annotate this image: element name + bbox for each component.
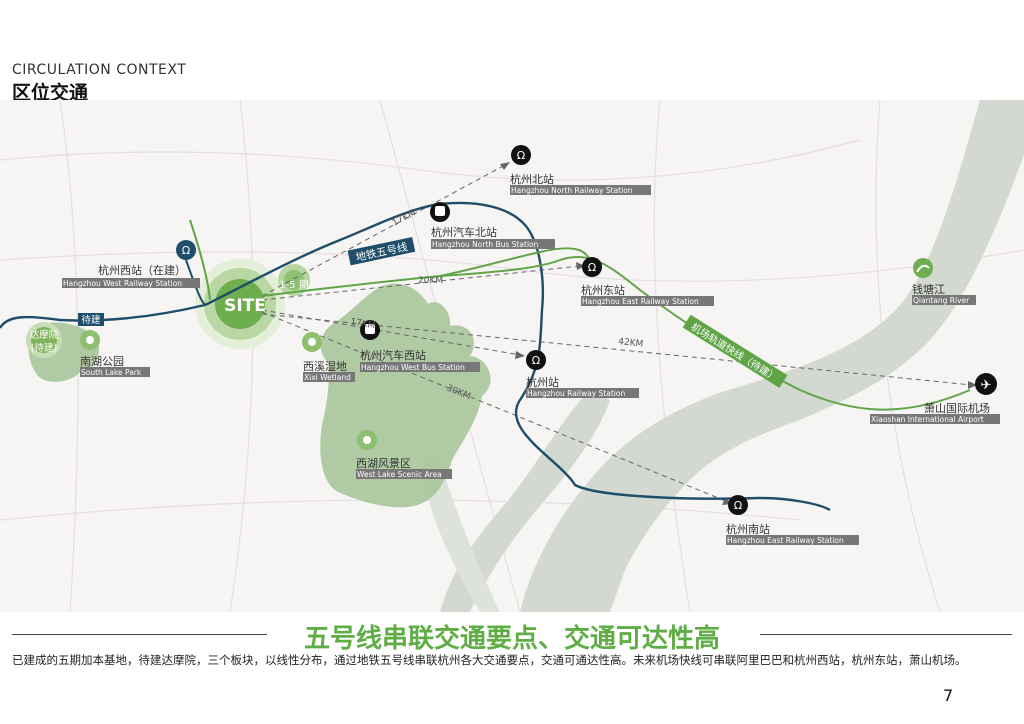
place-hz-station: 杭州站 Hangzhou Railway Station <box>526 375 639 398</box>
svg-text:西湖风景区: 西湖风景区 <box>356 457 411 470</box>
svg-text:Xiaoshan International Airport: Xiaoshan International Airport <box>871 415 984 424</box>
svg-text:Hangzhou North Railway Station: Hangzhou North Railway Station <box>511 186 633 195</box>
place-west-bus: 杭州汽车西站 Hangzhou West Bus Station <box>360 348 480 372</box>
damo-label-line2: (待建) <box>31 342 57 354</box>
place-west-station: 杭州西站（在建） Hangzhou West Railway Station <box>62 263 200 288</box>
svg-text:南湖公园: 南湖公园 <box>80 355 124 368</box>
svg-text:Qiantang River: Qiantang River <box>913 296 970 305</box>
rail-station-icon[interactable]: Ω <box>582 257 602 277</box>
svg-text:西溪湿地: 西溪湿地 <box>303 360 347 373</box>
west-lake-green-area <box>320 283 491 508</box>
headline: 五号线串联交通要点、交通可达性高 <box>303 624 720 654</box>
place-west-lake: 西湖风景区 West Lake Scenic Area <box>356 457 452 479</box>
place-east-station: 杭州东站 Hangzhou East Railway Station <box>581 283 714 306</box>
svg-text:杭州站: 杭州站 <box>526 375 559 389</box>
river-left-arm <box>420 460 500 612</box>
distance-label: 17KM <box>349 317 375 331</box>
distance-label: 42KM <box>618 337 644 350</box>
phase-label: 1-5 期 <box>279 279 309 291</box>
svg-text:Hangzhou West Bus Station: Hangzhou West Bus Station <box>361 363 465 372</box>
airport-icon[interactable]: ✈ <box>975 373 997 395</box>
place-south-station: 杭州南站 Hangzhou East Railway Station <box>726 522 859 545</box>
svg-text:Ω: Ω <box>182 244 190 257</box>
distance-label: 20KM <box>418 276 443 286</box>
title-english: CIRCULATION CONTEXT <box>12 62 187 78</box>
svg-text:杭州汽车西站: 杭州汽车西站 <box>360 348 426 362</box>
svg-text:杭州西站（在建）: 杭州西站（在建） <box>98 263 186 277</box>
title-chinese: 区位交通 <box>12 82 89 104</box>
svg-text:Hangzhou Railway Station: Hangzhou Railway Station <box>527 389 625 398</box>
rail-station-icon[interactable]: Ω <box>728 495 748 515</box>
distance-lines <box>261 164 973 503</box>
place-qiantang: 钱塘江 Qiantang River <box>912 282 976 305</box>
park-icon[interactable] <box>302 332 322 352</box>
svg-text:Hangzhou North Bus Station: Hangzhou North Bus Station <box>432 240 539 249</box>
svg-text:Hangzhou East Railway Station: Hangzhou East Railway Station <box>727 536 844 545</box>
damo-circle[interactable] <box>31 327 57 353</box>
phase-circle-core <box>284 270 304 290</box>
svg-text:杭州南站: 杭州南站 <box>726 522 770 536</box>
svg-text:Ω: Ω <box>532 354 540 367</box>
damo-label-line1: 达摩院 <box>30 329 59 341</box>
svg-text:杭州汽车北站: 杭州汽车北站 <box>431 225 497 239</box>
river-lower-branch <box>440 390 610 612</box>
svg-text:萧山国际机场: 萧山国际机场 <box>924 401 990 415</box>
svg-text:杭州东站: 杭州东站 <box>581 283 625 297</box>
park-icon[interactable] <box>357 430 377 450</box>
svg-text:Ω: Ω <box>588 261 596 274</box>
bus-station-icon[interactable] <box>360 320 380 340</box>
bus-station-icon[interactable] <box>430 202 450 222</box>
metro-branch <box>185 259 206 306</box>
place-airport: 萧山国际机场 Xiaoshan International Airport <box>870 401 1000 424</box>
park-icon[interactable] <box>80 330 100 350</box>
page-number: 7 <box>943 686 954 705</box>
svg-text:Ω: Ω <box>517 149 525 162</box>
svg-text:钱塘江: 钱塘江 <box>912 282 945 296</box>
rail-station-icon[interactable]: Ω <box>511 145 531 165</box>
svg-text:West Lake Scenic Area: West Lake Scenic Area <box>357 470 442 479</box>
svg-text:杭州北站: 杭州北站 <box>510 172 554 186</box>
site-circle[interactable] <box>215 279 265 329</box>
place-south-lake: 南湖公园 South Lake Park <box>80 355 150 377</box>
damo-tag-bg <box>78 313 104 326</box>
qiantang-river <box>520 100 1024 612</box>
svg-text:✈: ✈ <box>981 378 992 393</box>
rail-station-icon[interactable]: Ω <box>526 350 546 370</box>
river-icon[interactable] <box>913 258 933 278</box>
circulation-map: Ω Ω Ω Ω Ω ✈ SITE 1-5 期 达摩院 (待建) 待建 地铁五号线… <box>0 100 1024 612</box>
svg-text:South Lake Park: South Lake Park <box>81 368 142 377</box>
rule-left <box>12 634 267 635</box>
rule-right <box>760 634 1012 635</box>
headline-row: 五号线串联交通要点、交通可达性高 <box>0 618 1024 654</box>
place-xixi: 西溪湿地 Xixi Wetland <box>303 360 355 382</box>
place-north-station: 杭州北站 Hangzhou North Railway Station <box>510 172 651 195</box>
rail-station-icon[interactable]: Ω <box>176 240 196 260</box>
place-north-bus: 杭州汽车北站 Hangzhou North Bus Station <box>431 225 555 249</box>
svg-text:Hangzhou West Railway Station: Hangzhou West Railway Station <box>63 279 182 288</box>
metro-line-5 <box>0 201 831 512</box>
svg-text:Ω: Ω <box>734 499 742 512</box>
green-express-line <box>189 219 971 411</box>
damo-tag: 待建 <box>81 314 101 326</box>
svg-text:Xixi Wetland: Xixi Wetland <box>304 373 351 382</box>
summary-text: 已建成的五期加本基地，待建达摩院，三个板块，以线性分布，通过地铁五号线串联杭州各… <box>12 653 967 667</box>
svg-text:Hangzhou East Railway Station: Hangzhou East Railway Station <box>582 297 699 306</box>
site-label: SITE <box>224 296 266 316</box>
green-loop <box>439 247 591 277</box>
